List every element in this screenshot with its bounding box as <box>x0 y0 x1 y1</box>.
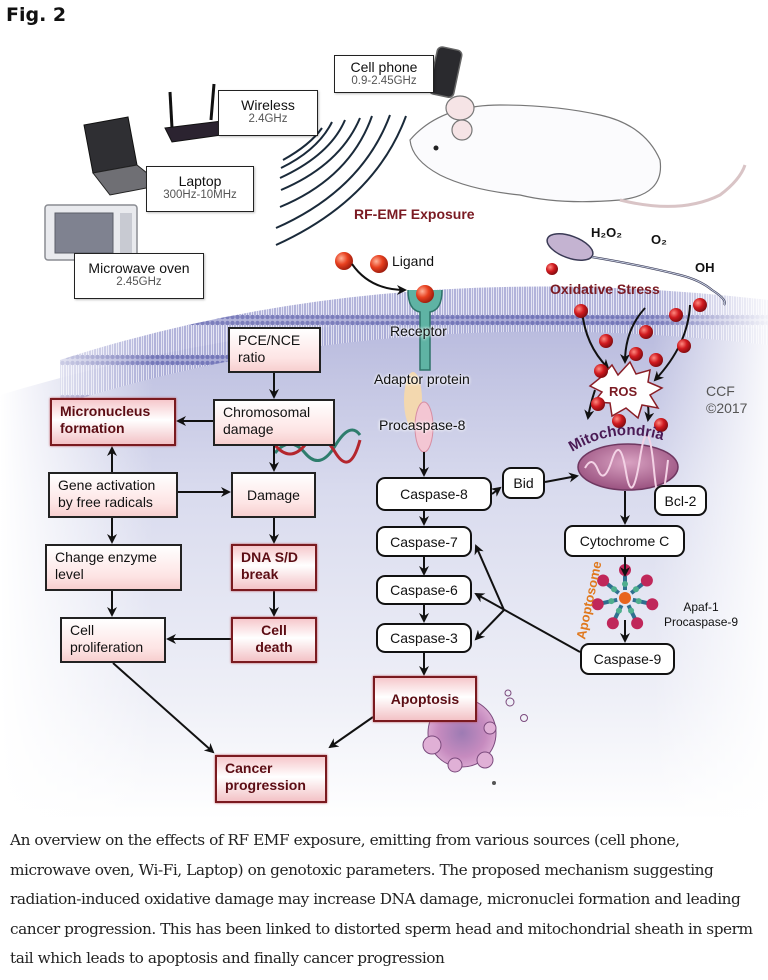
figure-label: Fig. 2 <box>6 4 67 26</box>
ros-label: ROS <box>609 384 638 399</box>
box-line: Gene activation <box>58 477 156 493</box>
ligand-molecules <box>335 252 407 295</box>
source-wireless: Wireless 2.4GHz <box>218 90 318 136</box>
apoptosome-bead <box>622 581 628 587</box>
oxidative-stress-label: Oxidative Stress <box>550 281 660 297</box>
caspase-7-box: Caspase-7 <box>376 526 472 557</box>
bid-box: Bid <box>502 467 545 499</box>
source-name: Microwave oven <box>88 260 190 276</box>
apaf-1-label: Apaf-1 <box>683 600 719 614</box>
box-line: Cell <box>70 622 95 638</box>
box-line: damage <box>223 420 274 437</box>
oh-label: OH <box>695 260 715 275</box>
source-name: Wireless <box>241 97 295 113</box>
apaf-procaspase-label: Apaf-1 Procaspase-9 <box>664 600 738 630</box>
box-line: formation <box>60 419 125 436</box>
box-line: Damage <box>247 486 300 503</box>
figure-diagram: Apoptosome Mitochondria <box>0 46 768 820</box>
apoptosome-bead <box>608 598 615 605</box>
cell-death-box: Cell death <box>231 617 317 663</box>
box-line: Micronucleus <box>60 403 151 419</box>
apoptosome-bead <box>611 586 618 593</box>
apoptosome-bead <box>615 607 622 614</box>
apoptosis-box: Apoptosis <box>373 676 477 722</box>
source-name: Cell phone <box>350 59 418 75</box>
box-line: Change enzyme <box>55 549 157 565</box>
procaspase-8-label: Procaspase-8 <box>379 417 466 433</box>
box-line: level <box>55 565 84 582</box>
apoptosome-core <box>619 592 631 604</box>
chromosomal-damage-box: Chromosomal damage <box>213 399 335 446</box>
copyright-credit: CCF ©2017 <box>706 383 747 417</box>
apoptosome-bead <box>635 598 642 605</box>
gene-activation-box: Gene activation by free radicals <box>48 472 178 518</box>
exposure-label: RF-EMF Exposure <box>354 206 475 222</box>
box-line: ratio <box>238 348 266 365</box>
source-cell-phone: Cell phone 0.9-2.45GHz <box>334 55 434 93</box>
box-line: Chromosomal <box>223 404 311 420</box>
caspase-8-box: Caspase-8 <box>376 477 492 511</box>
dna-break-box: DNA S/D break <box>231 544 317 591</box>
apoptosome-bead <box>628 607 635 614</box>
box-line: proliferation <box>70 638 144 655</box>
source-frequency: 300Hz-10MHz <box>163 189 237 202</box>
box-line: by free radicals <box>58 493 153 510</box>
o2-label: O₂ <box>651 232 667 247</box>
microwave-icon <box>44 204 138 261</box>
bcl-2-box: Bcl-2 <box>654 485 707 516</box>
procaspase-9-label: Procaspase-9 <box>664 615 739 629</box>
ligand-label: Ligand <box>392 253 435 269</box>
mitochondria-icon <box>577 434 679 500</box>
damage-box: Damage <box>231 472 316 518</box>
box-line: PCE/NCE <box>238 332 301 348</box>
h2o2-label: H₂O₂ <box>591 225 623 240</box>
source-name: Laptop <box>178 173 222 189</box>
credit-org: CCF <box>706 383 735 399</box>
apoptosome-bead <box>632 586 639 593</box>
apoptosome-head <box>646 598 659 611</box>
flow-arrows <box>107 373 630 754</box>
cancer-progression-box: Cancer progression <box>215 755 327 803</box>
credit-year: ©2017 <box>706 400 748 416</box>
apoptosome-head <box>640 574 653 587</box>
box-line: DNA S/D <box>241 549 299 565</box>
box-line: progression <box>225 776 306 793</box>
diagram-canvas: Apoptosome Mitochondria <box>0 46 768 820</box>
mouse-illustration <box>409 95 747 208</box>
source-frequency: 2.45GHz <box>116 276 162 289</box>
apoptosome-icon <box>591 564 659 630</box>
cytochrome-c-box: Cytochrome C <box>564 525 685 557</box>
sperm-illustration <box>546 233 726 306</box>
ros-molecules <box>546 263 707 432</box>
receptor-protein <box>404 285 443 453</box>
caspase-9-box: Caspase-9 <box>580 643 675 675</box>
cell-proliferation-box: Cell proliferation <box>60 617 166 663</box>
apoptosome-head <box>631 617 644 630</box>
apoptosome-head <box>591 598 604 611</box>
box-line: break <box>241 565 279 582</box>
emf-waves <box>275 114 407 246</box>
caspase-6-box: Caspase-6 <box>376 575 472 605</box>
box-line: Cancer <box>225 760 273 776</box>
source-microwave: Microwave oven 2.45GHz <box>74 253 204 299</box>
micronucleus-formation-box: Micronucleus formation <box>50 398 176 446</box>
apoptosome-head <box>606 617 619 630</box>
source-laptop: Laptop 300Hz-10MHz <box>146 166 254 212</box>
caspase-3-box: Caspase-3 <box>376 623 472 653</box>
source-frequency: 2.4GHz <box>248 113 288 126</box>
box-line: Cell <box>261 622 287 638</box>
apoptosome-head <box>597 574 610 587</box>
receptor-label: Receptor <box>390 323 447 339</box>
figure-caption: An overview on the effects of RF EMF exp… <box>10 831 753 967</box>
pce-nce-ratio-box: PCE/NCE ratio <box>228 327 321 373</box>
change-enzyme-level-box: Change enzyme level <box>45 544 182 591</box>
source-frequency: 0.9-2.45GHz <box>351 75 417 88</box>
adaptor-protein-label: Adaptor protein <box>374 371 470 387</box>
box-line: death <box>255 638 293 655</box>
